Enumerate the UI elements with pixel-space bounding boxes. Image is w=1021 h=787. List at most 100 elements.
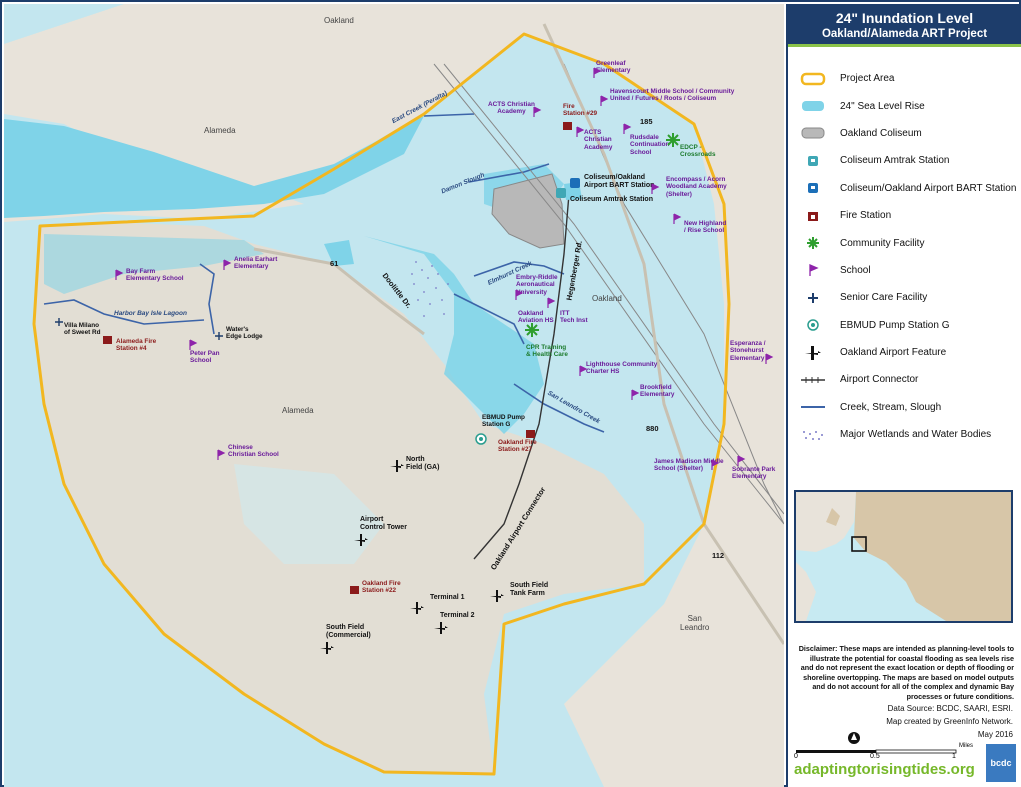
credits: Data Source: BCDC, SAARI, ESRI. Map crea…: [886, 702, 1013, 741]
place-san-leandro: San Leandro: [680, 614, 710, 632]
label-chinese-christian[interactable]: Chinese Christian School: [228, 444, 279, 459]
pump-station-icon: [798, 316, 828, 334]
legend-label: EBMUD Pump Station G: [840, 319, 950, 331]
label-acts-christian-academy[interactable]: ACTS Christian Academy: [488, 101, 535, 116]
wetlands-pattern: [411, 261, 449, 317]
label-north-field[interactable]: North Field (GA): [406, 456, 440, 471]
legend-item-wetlands: Major Wetlands and Water Bodies: [798, 421, 1021, 448]
label-terminal-1[interactable]: Terminal 1: [430, 594, 465, 601]
label-itt-tech[interactable]: ITT Tech Inst: [560, 310, 588, 325]
pond: [324, 240, 354, 266]
legend-label: Oakland Coliseum: [840, 127, 922, 139]
label-cpr-training[interactable]: CPR Training & Health Care: [526, 344, 568, 359]
road-61-shield: 61: [330, 259, 339, 268]
label-ebmud[interactable]: EBMUD Pump Station G: [482, 414, 525, 429]
map-created-by: Map created by GreenInfo Network.: [886, 717, 1013, 726]
label-south-field-commercial[interactable]: South Field (Commercial): [326, 624, 371, 639]
place-alameda-north: Alameda: [204, 126, 236, 135]
legend-item-bart: Coliseum/Oakland Airport BART Station: [798, 175, 1021, 202]
legend-label: Oakland Airport Feature: [840, 347, 947, 359]
legend-label: Coliseum Amtrak Station: [840, 155, 950, 167]
label-embry-riddle[interactable]: Embry-Riddle Aeronautical University: [516, 274, 558, 296]
legend-label: Major Wetlands and Water Bodies: [840, 429, 992, 441]
label-rudsdale[interactable]: Rudsdale Continuation School: [630, 134, 670, 156]
legend-item-creek: Creek, Stream, Slough: [798, 394, 1021, 421]
legend-label: Airport Connector: [840, 374, 919, 386]
label-edcp[interactable]: EDCP - Crossroads: [680, 144, 716, 159]
oakland-coliseum: [491, 173, 565, 249]
label-oakland-fire-22[interactable]: Oakland Fire Station #22: [362, 580, 401, 595]
scale-tick-0: 0: [794, 753, 798, 760]
label-coliseum-amtrak[interactable]: Coliseum Amtrak Station: [570, 196, 653, 203]
label-anelia-earhart[interactable]: Anelia Earhart Elementary: [234, 256, 278, 271]
label-esperanza[interactable]: Esperanza / Stonehurst Elementary: [730, 340, 766, 362]
disclaimer: Disclaimer: These maps are intended as p…: [798, 644, 1014, 701]
community-facility-icon: [798, 234, 828, 252]
legend-label: Project Area: [840, 73, 895, 85]
bcdc-logo: bcdc: [986, 744, 1016, 782]
label-control-tower[interactable]: Airport Control Tower: [360, 516, 407, 531]
highways: [253, 23, 784, 645]
label-waters-edge[interactable]: Water's Edge Lodge: [226, 326, 263, 341]
brand-url[interactable]: adaptingtorisingtides.org: [794, 761, 975, 778]
label-oakland-fire-27[interactable]: Oakland Fire Station #27: [498, 439, 537, 454]
place-alameda: Alameda: [282, 406, 314, 415]
school-flag-icon: [798, 261, 828, 279]
label-brookfield[interactable]: Brookfield Elementary: [640, 384, 675, 399]
label-terminal-2[interactable]: Terminal 2: [440, 612, 475, 619]
label-new-highland[interactable]: New Highland / Rise School: [684, 220, 727, 235]
scale-tick-half: 0.5: [870, 753, 880, 760]
airport-connector-line: [798, 371, 828, 389]
inset-extent-box: [851, 536, 867, 552]
label-alameda-fire-4[interactable]: Alameda Fire Station #4: [116, 338, 157, 353]
label-bay-farm[interactable]: Bay Farm Elementary School: [126, 268, 184, 283]
scale-unit: Miles: [959, 743, 974, 749]
label-havenscourt[interactable]: Havenscourt Middle School / Community Un…: [610, 88, 735, 103]
airport-connector: [473, 193, 570, 560]
inset-map-svg: [796, 492, 1011, 621]
project-area-swatch: [798, 70, 828, 88]
label-peter-pan[interactable]: Peter Pan School: [190, 350, 220, 365]
legend-item-amtrak: Coliseum Amtrak Station: [798, 147, 1021, 174]
legend-label: Community Facility: [840, 237, 925, 249]
data-source: Data Source: BCDC, SAARI, ESRI.: [887, 704, 1013, 713]
label-lighthouse[interactable]: Lighthouse Community Charter HS: [586, 361, 658, 376]
creeks: [43, 113, 605, 433]
label-oakland-aviation[interactable]: Oakland Aviation HS: [518, 310, 554, 325]
airplane-icon: [798, 344, 828, 362]
road-880-shield: 880: [646, 424, 659, 433]
map-svg: [4, 4, 784, 787]
label-james-madison[interactable]: James Madison Middle School (Shelter): [654, 458, 724, 473]
legend-item-sea-level-rise: 24" Sea Level Rise: [798, 92, 1021, 119]
label-coliseum-bart[interactable]: Coliseum/Oakland Airport BART Station: [584, 174, 655, 189]
sea-level-rise-swatch: [798, 97, 828, 115]
label-fire-station-29[interactable]: Fire Station #29: [563, 103, 598, 118]
inundation-area-runway: [234, 464, 384, 564]
road-112-shield: 112: [712, 551, 725, 560]
label-villa-milano[interactable]: Villa Milano of Sweet Rd: [64, 322, 101, 337]
legend-item-airport-connector: Airport Connector: [798, 366, 1021, 393]
legend-item-coliseum: Oakland Coliseum: [798, 120, 1021, 147]
senior-care-icon: [798, 289, 828, 307]
scale-bar: 0 0.5 1 Miles: [794, 731, 984, 761]
label-greenleaf[interactable]: Greenleaf Elementary: [596, 60, 631, 75]
legend-item-senior-care: Senior Care Facility: [798, 284, 1021, 311]
fire-station-icon: [798, 207, 828, 225]
legend-item-community-facility: Community Facility: [798, 229, 1021, 256]
creek-line: [798, 398, 828, 416]
map-canvas[interactable]: Oakland Alameda Alameda Oakland San Lean…: [4, 4, 784, 787]
map-title: 24" Inundation Level: [835, 10, 974, 26]
label-encompass[interactable]: Encompass / Acorn Woodland Academy (Shel…: [666, 176, 727, 198]
place-oakland: Oakland: [592, 294, 622, 303]
label-acts-christian-2[interactable]: ACTS Christian Academy: [584, 129, 613, 151]
legend-label: School: [840, 264, 871, 276]
label-sobrante-park[interactable]: Sobrante Park Elementary: [732, 466, 776, 481]
legend-panel: 24" Inundation Level Oakland/Alameda ART…: [786, 4, 1021, 787]
label-south-field-tank[interactable]: South Field Tank Farm: [510, 582, 549, 597]
coliseum-swatch: [798, 124, 828, 142]
locator-inset-map[interactable]: [794, 490, 1013, 623]
map-subtitle: Oakland/Alameda ART Project: [821, 28, 988, 40]
legend-item-school: School: [798, 257, 1021, 284]
scale-tick-1: 1: [952, 753, 956, 760]
